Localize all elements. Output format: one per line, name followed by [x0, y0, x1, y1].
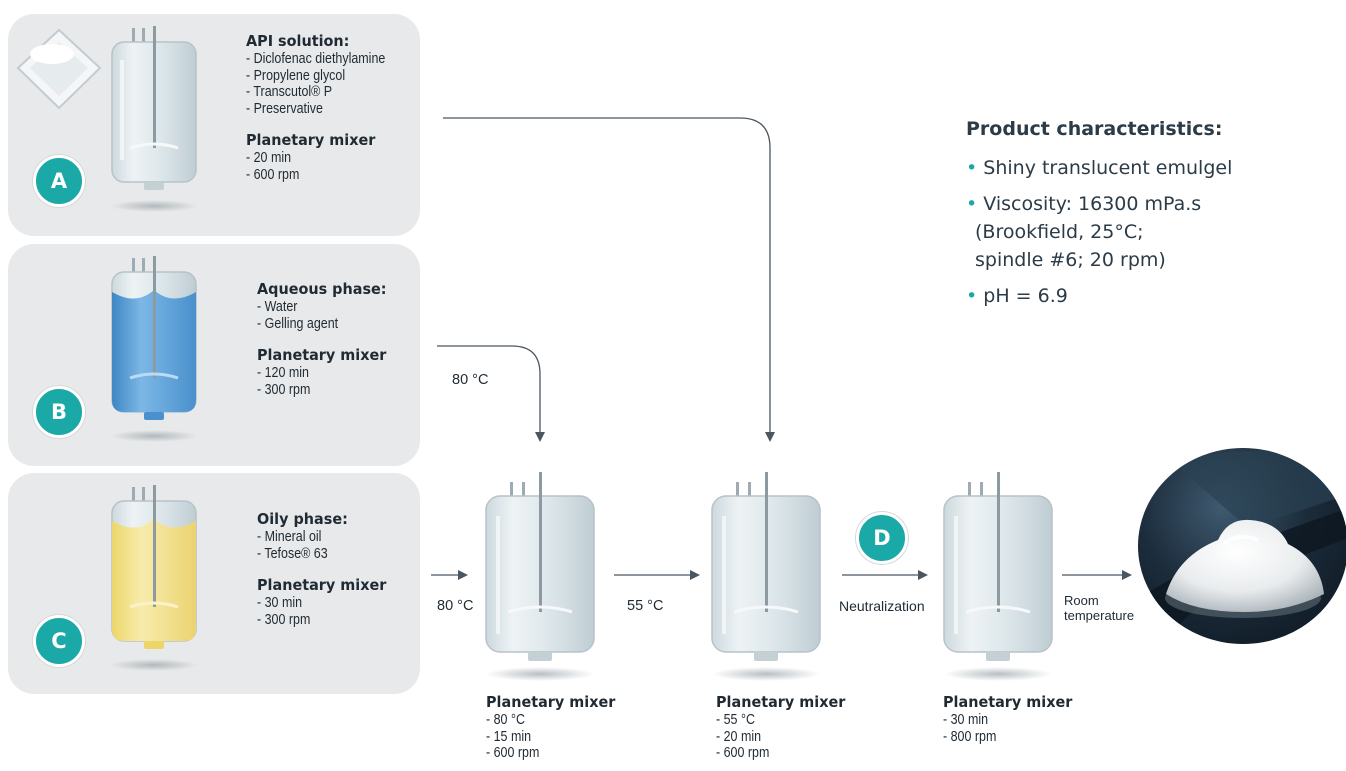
transfer-temp-label: 55 °C	[627, 598, 664, 614]
mixer-3-item: - 30 min	[943, 712, 989, 728]
step-a-item: - Transcutol® P	[246, 84, 333, 100]
mixer-tank-2	[711, 472, 821, 681]
step-c-badge: C	[33, 615, 85, 667]
step-a-text: API solution: - Diclofenac diethylamine …	[246, 32, 385, 183]
mixer-2-caption: Planetary mixer - 55 °C - 20 min - 600 r…	[716, 693, 845, 762]
step-c-item: - Tefose® 63	[257, 545, 328, 562]
step-c-item: - Mineral oil	[257, 529, 322, 545]
aqueous-temp-label: 80 °C	[452, 372, 489, 388]
mixer-1-item: - 15 min	[486, 728, 532, 745]
room-label-line2: temperature	[1064, 608, 1135, 623]
mixer-3-item: - 800 rpm	[943, 728, 997, 745]
emulgel-product-image	[1138, 448, 1346, 644]
mixer-1-title: Planetary mixer	[486, 693, 616, 711]
step-b-text: Aqueous phase: - Water - Gelling agent P…	[257, 280, 387, 398]
viscosity-line1: Viscosity: 16300 mPa.s	[983, 193, 1202, 215]
mixer-2-item: - 20 min	[716, 728, 762, 745]
step-b-title: Aqueous phase:	[257, 280, 387, 298]
step-c-mixer-item: - 300 rpm	[257, 611, 311, 628]
step-a-mixer-title: Planetary mixer	[246, 131, 376, 149]
room-label-line1: Room	[1064, 593, 1099, 608]
mixer-1-item: - 80 °C	[486, 712, 525, 728]
bullet-icon: •	[966, 193, 978, 215]
viscosity-line3: spindle #6; 20 rpm)	[975, 249, 1166, 271]
step-b-mixer-item: - 120 min	[257, 365, 309, 381]
mixer-3-caption: Planetary mixer - 30 min - 800 rpm	[943, 693, 1072, 745]
room-temperature-label: Room temperature	[1064, 593, 1134, 623]
mixer-tank-a	[110, 26, 198, 212]
mixer-3-title: Planetary mixer	[943, 693, 1073, 711]
step-b-item: - Gelling agent	[257, 315, 339, 332]
step-b-item: - Water	[257, 299, 298, 315]
mixer-tank-1	[485, 472, 595, 681]
characteristic-ph: • pH = 6.9	[966, 282, 1232, 310]
product-characteristics-title: Product characteristics:	[966, 118, 1223, 140]
step-a-mixer-item: - 20 min	[246, 150, 292, 166]
neutralization-label: Neutralization	[839, 598, 925, 614]
characteristic-appearance-text: Shiny translucent emulgel	[983, 157, 1233, 179]
mixer-tank-3	[943, 472, 1053, 681]
mixer-2-item: - 600 rpm	[716, 745, 770, 761]
step-c-text: Oily phase: - Mineral oil - Tefose® 63 P…	[257, 510, 386, 628]
characteristic-viscosity: • Viscosity: 16300 mPa.s (Brookfield, 25…	[966, 190, 1232, 274]
mixer-tank-c	[110, 485, 198, 671]
step-b-mixer-item: - 300 rpm	[257, 381, 311, 398]
bullet-icon: •	[966, 285, 978, 307]
mixer-2-title: Planetary mixer	[716, 693, 846, 711]
mixer-1-caption: Planetary mixer - 80 °C - 15 min - 600 r…	[486, 693, 615, 762]
arrow-b-to-mixer1	[437, 345, 545, 442]
mixer-2-item: - 55 °C	[716, 712, 755, 728]
oily-temp-label: 80 °C	[437, 598, 474, 614]
step-a-item: - Preservative	[246, 100, 323, 117]
bullet-icon: •	[966, 157, 978, 179]
step-a-badge: A	[33, 155, 85, 207]
step-a-title: API solution:	[246, 32, 350, 50]
arrow-a-to-mixer2	[443, 117, 775, 442]
step-b-mixer-title: Planetary mixer	[257, 346, 387, 364]
product-characteristics: Product characteristics: • Shiny translu…	[966, 118, 1232, 318]
mixer-1-item: - 600 rpm	[486, 745, 540, 761]
step-a-item: - Diclofenac diethylamine	[246, 51, 386, 67]
step-a-item: - Propylene glycol	[246, 67, 346, 84]
viscosity-line2: (Brookfield, 25°C;	[975, 221, 1144, 243]
characteristic-ph-text: pH = 6.9	[983, 285, 1068, 307]
step-d-badge: D	[856, 512, 908, 564]
step-a-mixer-item: - 600 rpm	[246, 166, 300, 183]
mixer-tank-b	[110, 256, 198, 442]
step-c-title: Oily phase:	[257, 510, 348, 528]
characteristic-appearance: • Shiny translucent emulgel	[966, 154, 1232, 182]
powder-icon	[16, 28, 102, 110]
step-b-badge: B	[33, 386, 85, 438]
step-c-mixer-title: Planetary mixer	[257, 576, 387, 594]
step-c-mixer-item: - 30 min	[257, 595, 303, 611]
